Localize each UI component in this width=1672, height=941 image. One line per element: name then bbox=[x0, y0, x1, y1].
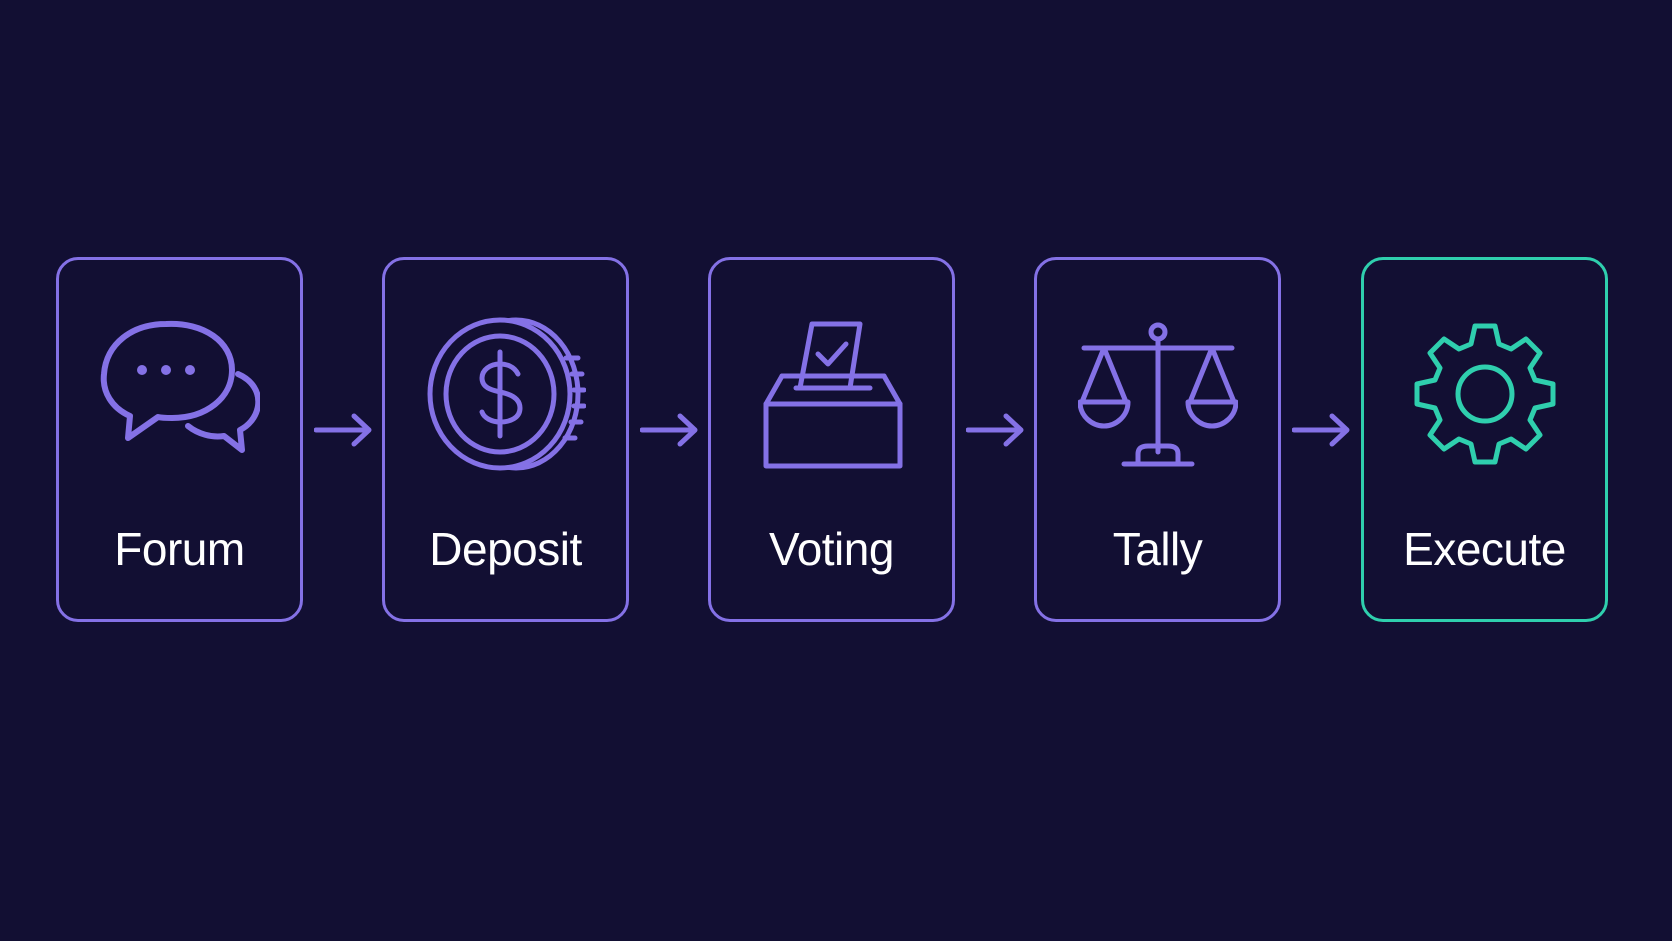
step-card-forum: Forum bbox=[56, 257, 303, 622]
step-label: Voting bbox=[769, 523, 894, 575]
right-arrow-icon bbox=[1292, 412, 1352, 448]
balance-scale-icon bbox=[1077, 314, 1238, 474]
chat-bubbles-icon bbox=[100, 314, 260, 474]
step-card-deposit: Deposit bbox=[382, 257, 629, 622]
right-arrow-icon bbox=[966, 412, 1026, 448]
right-arrow-icon bbox=[640, 412, 700, 448]
step-card-voting: Voting bbox=[708, 257, 955, 622]
gear-icon bbox=[1405, 314, 1565, 474]
right-arrow-icon bbox=[314, 412, 374, 448]
step-label: Execute bbox=[1403, 523, 1566, 575]
step-card-tally: Tally bbox=[1034, 257, 1281, 622]
step-label: Tally bbox=[1112, 523, 1203, 575]
step-label: Deposit bbox=[429, 523, 582, 575]
step-card-execute: Execute bbox=[1361, 257, 1608, 622]
dollar-coin-icon bbox=[426, 314, 586, 474]
ballot-box-icon bbox=[752, 314, 912, 474]
step-label: Forum bbox=[114, 523, 245, 575]
